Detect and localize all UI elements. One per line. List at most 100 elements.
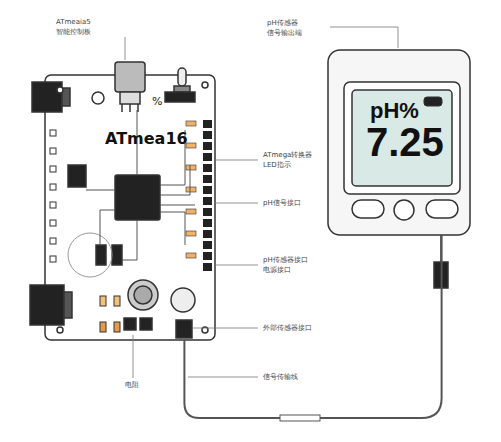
rect-shape xyxy=(352,200,384,218)
rect-shape xyxy=(203,164,212,172)
path-shape xyxy=(86,190,115,191)
rect-shape xyxy=(50,220,56,226)
rect-shape xyxy=(203,230,212,238)
callout-label: 电源接口 xyxy=(262,266,292,275)
callout-label: LED指示 xyxy=(262,161,292,170)
rect-shape xyxy=(50,202,56,208)
rect-shape xyxy=(203,175,212,183)
ph-meter xyxy=(328,50,470,288)
circle-shape xyxy=(202,82,208,88)
circle-shape xyxy=(394,200,414,220)
callout-label: ATmega转换器 xyxy=(262,151,313,160)
callout-label: 电阻 xyxy=(124,381,140,390)
line-shape xyxy=(121,104,123,112)
rect-shape xyxy=(203,263,212,271)
path-shape xyxy=(160,212,185,245)
path-shape xyxy=(133,335,134,378)
rect-shape xyxy=(186,165,196,170)
circle-shape xyxy=(128,280,158,310)
callout-label: pH传感器 xyxy=(266,19,299,28)
rect-shape xyxy=(50,166,56,172)
rect-shape xyxy=(328,50,470,235)
rect-shape xyxy=(124,318,136,330)
cable-sleeve xyxy=(280,415,320,421)
rect-shape xyxy=(45,75,215,340)
rect-shape xyxy=(203,241,212,249)
rect-shape xyxy=(50,148,56,154)
circle-shape xyxy=(134,286,152,304)
rect-shape xyxy=(112,245,122,265)
rect-shape xyxy=(203,208,212,216)
board xyxy=(30,62,215,340)
rect-shape xyxy=(203,131,212,139)
rect-shape xyxy=(178,68,186,86)
path-shape xyxy=(160,165,190,195)
rect-shape xyxy=(203,197,212,205)
resistors xyxy=(100,296,120,332)
rect-shape xyxy=(203,252,212,260)
rect-shape xyxy=(115,175,160,220)
rect-shape xyxy=(352,90,452,186)
header-pins xyxy=(50,120,212,271)
rect-shape xyxy=(100,296,106,306)
callout-label: % xyxy=(151,96,163,108)
display-value: 7.25 xyxy=(366,122,444,162)
line-shape xyxy=(129,104,131,112)
display-unit: pH% xyxy=(370,100,419,122)
rect-shape xyxy=(203,153,212,161)
rect-shape xyxy=(50,238,56,244)
path-shape xyxy=(122,220,137,260)
rect-shape xyxy=(174,86,190,92)
path-shape xyxy=(330,27,398,48)
board-label: ATmea16 xyxy=(105,131,188,147)
rect-shape xyxy=(186,209,196,214)
rect-shape xyxy=(165,92,195,102)
rect-shape xyxy=(50,184,56,190)
callout-label: pH信号接口 xyxy=(262,199,302,208)
rect-shape xyxy=(424,97,442,106)
rect-shape xyxy=(186,187,196,192)
circle-shape xyxy=(92,92,104,104)
traces xyxy=(86,110,195,260)
ph-meter: pH%7.25 xyxy=(328,50,470,235)
rect-shape xyxy=(32,82,62,112)
callout-label: 智能控制板 xyxy=(55,28,92,37)
path-shape xyxy=(215,160,258,161)
callout-label: 外部传感器接口 xyxy=(262,324,313,333)
rect-shape xyxy=(140,318,152,330)
rect-shape xyxy=(115,62,145,92)
rect-shape xyxy=(186,231,196,236)
callout-label: 信号传输线 xyxy=(262,373,299,382)
callout-label: pH传感器接口 xyxy=(262,256,309,265)
rect-shape xyxy=(120,92,140,104)
rect-shape xyxy=(100,322,106,332)
path-shape xyxy=(188,377,258,378)
rect-shape xyxy=(203,142,212,150)
circle-shape xyxy=(171,288,195,312)
callout-label: 信号输出端 xyxy=(266,29,303,38)
rect-shape xyxy=(114,296,120,306)
rect-shape xyxy=(203,120,212,128)
leader-lines xyxy=(125,27,398,378)
path-shape xyxy=(125,37,126,60)
rect-shape xyxy=(203,186,212,194)
rect-shape xyxy=(64,292,72,318)
path-shape xyxy=(192,328,258,329)
rect-shape xyxy=(186,121,196,126)
circle-shape xyxy=(57,327,63,333)
rect-shape xyxy=(114,322,120,332)
path-shape xyxy=(160,205,195,206)
rect-shape xyxy=(186,253,196,258)
rect-shape xyxy=(203,219,212,227)
path-shape xyxy=(100,210,115,245)
path-shape xyxy=(215,265,258,266)
rect-shape xyxy=(96,245,106,265)
circle-shape xyxy=(57,87,63,93)
sensor-cable xyxy=(184,235,441,418)
rect-shape xyxy=(30,285,64,325)
rect-shape xyxy=(176,320,192,338)
circle-shape xyxy=(68,233,112,277)
rect-shape xyxy=(344,82,460,194)
